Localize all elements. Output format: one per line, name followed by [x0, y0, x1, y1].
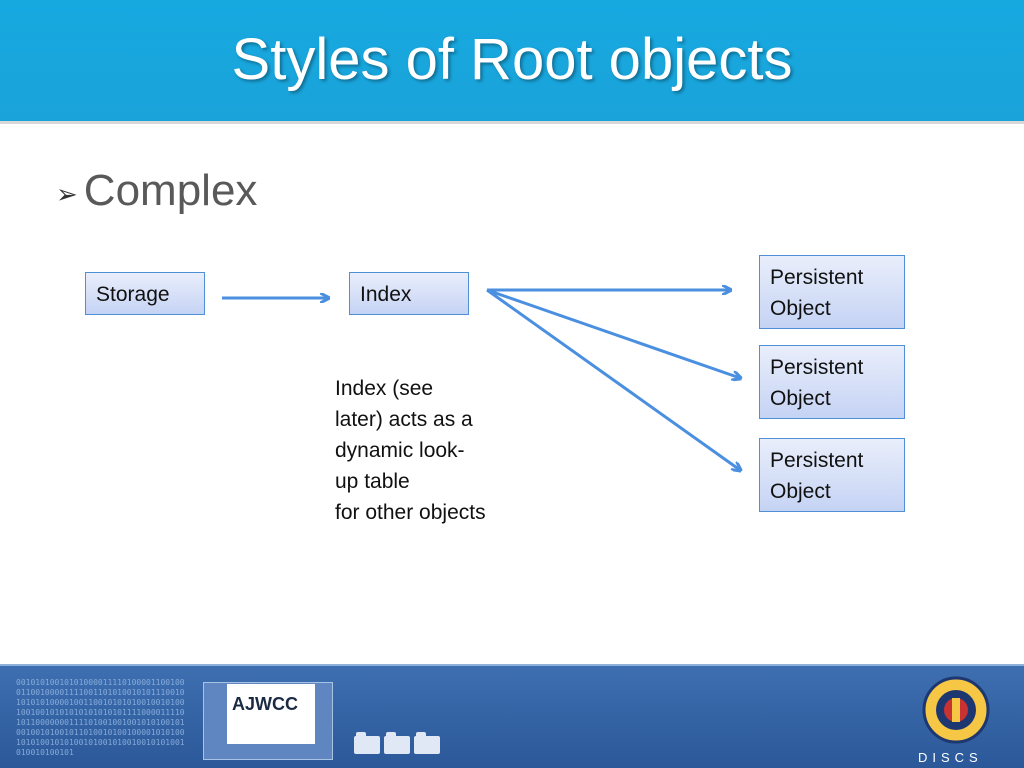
persistent-object-box: Persistent Object: [759, 255, 905, 329]
arrow-index-to-object-2: [486, 288, 740, 378]
storage-box: Storage: [85, 272, 205, 315]
discs-brand: DISCS: [918, 750, 983, 765]
index-note: Index (see later) acts as a dynamic look…: [335, 377, 486, 524]
ajwcc-logo: [227, 684, 315, 744]
persistent-object-label-line1: Persistent: [770, 356, 864, 379]
persistent-object-label-line1: Persistent: [770, 449, 864, 472]
folder-icon: [414, 732, 440, 754]
persistent-object-box: Persistent Object: [759, 438, 905, 512]
persistent-object-label-line2: Object: [770, 480, 831, 503]
bullet: ➢ Complex: [56, 166, 257, 216]
folder-icon: [354, 732, 380, 754]
persistent-object-box: Persistent Object: [759, 345, 905, 419]
index-box: Index: [349, 272, 469, 315]
persistent-object-label-line2: Object: [770, 297, 831, 320]
persistent-object-label-line2: Object: [770, 387, 831, 410]
footer-banner: 0010101001010100001111010000110010001100…: [0, 664, 1024, 768]
bullet-text: Complex: [83, 166, 258, 215]
slide-title: Styles of Root objects: [231, 27, 793, 92]
ajwcc-logo-text: AJWCC: [232, 694, 298, 714]
folder-icons: [354, 732, 440, 754]
folder-icon: [384, 732, 410, 754]
binary-pattern: 0010101001010100001111010000110010001100…: [16, 678, 185, 757]
arrow-bullet-icon: ➢: [56, 178, 78, 209]
university-seal-icon: [922, 676, 990, 744]
persistent-object-label-line1: Persistent: [770, 266, 864, 289]
title-bar: Styles of Root objects: [0, 0, 1024, 124]
